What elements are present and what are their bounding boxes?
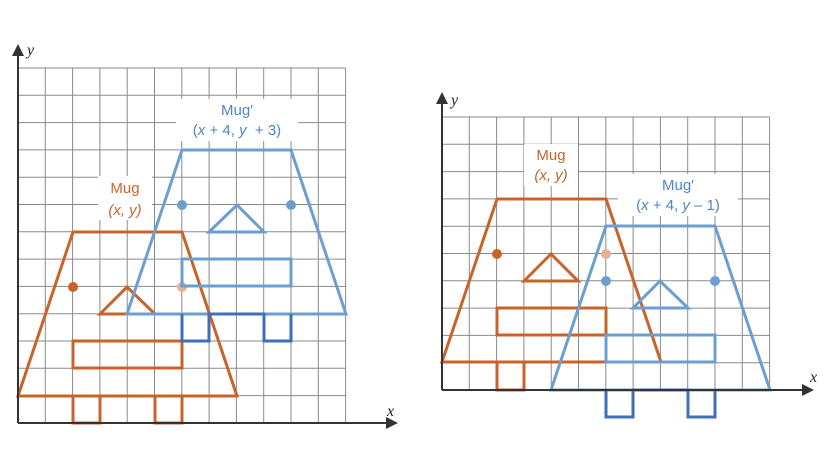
- left-panel: x y Mug (x, y) Mug′ (x + 4, y + 3): [12, 42, 398, 429]
- left-mug-body: [15, 230, 240, 398]
- right-original-name: Mug: [536, 147, 565, 164]
- left-image-triangle: [205, 202, 268, 234]
- right-image-name: Mug′: [662, 177, 694, 194]
- left-x-arrow-icon: [386, 417, 398, 429]
- left-image-rule: (x + 4, y + 3): [193, 122, 281, 139]
- right-original-rule: (x, y): [534, 167, 567, 184]
- left-image-name: Mug′: [221, 102, 253, 119]
- right-x-arrow-icon: [802, 384, 814, 396]
- left-image-eye-right: [286, 200, 296, 210]
- left-image-feet: [180, 312, 293, 343]
- right-mug-triangle: [520, 251, 582, 283]
- right-panel: x y Mug (x, y) Mug′ (x + 4, y – 1): [436, 92, 817, 419]
- right-y-axis-label: y: [449, 92, 459, 109]
- right-image-band: [604, 333, 717, 364]
- right-mug-eye-left: [492, 249, 502, 259]
- right-mug-eye-right: [601, 249, 611, 259]
- left-mug-band: [71, 339, 184, 370]
- left-axes: x y: [12, 42, 398, 429]
- left-x-axis-label: x: [386, 403, 394, 420]
- right-image-feet: [604, 388, 717, 419]
- left-original-rule: (x, y): [108, 202, 141, 219]
- left-original-name: Mug: [110, 180, 139, 197]
- right-mug-body: [439, 197, 664, 364]
- left-image-body: [124, 148, 349, 316]
- left-mug-eye-left: [68, 282, 78, 292]
- right-mug-band: [495, 306, 608, 337]
- right-x-axis-label: x: [809, 369, 817, 386]
- right-mug-feet: [495, 362, 526, 392]
- right-image-rule: (x + 4, y – 1): [636, 197, 720, 214]
- left-image-mug: [124, 148, 349, 343]
- right-axes: x y: [436, 92, 817, 396]
- right-labels: Mug (x, y) Mug′ (x + 4, y – 1): [524, 144, 738, 216]
- right-image-triangle: [629, 278, 692, 310]
- right-original-mug: [439, 197, 664, 392]
- right-image-eye-right: [710, 276, 720, 286]
- right-y-arrow-icon: [436, 92, 448, 104]
- right-image-eye-left: [601, 276, 611, 286]
- left-y-arrow-icon: [12, 44, 24, 56]
- left-y-axis-label: y: [25, 42, 35, 59]
- left-image-eye-left: [177, 200, 187, 210]
- left-labels: Mug (x, y) Mug′ (x + 4, y + 3): [98, 99, 298, 220]
- left-image-band: [180, 257, 293, 288]
